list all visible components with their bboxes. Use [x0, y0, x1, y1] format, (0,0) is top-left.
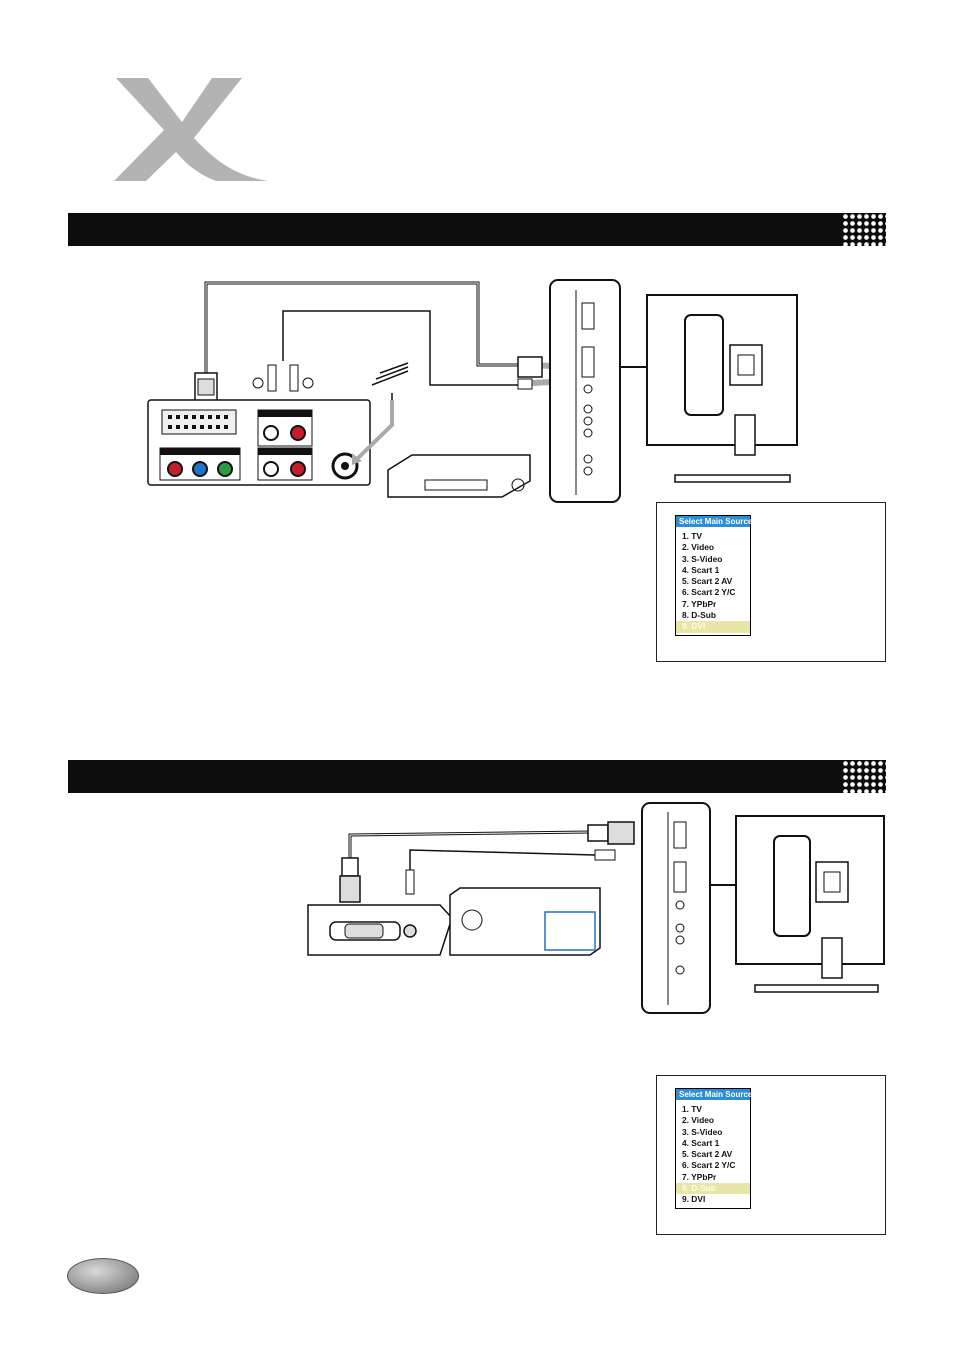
halftone-dots [842, 213, 886, 246]
menu-item-video[interactable]: 2. Video [676, 542, 750, 553]
menu-item-scart-2-yc[interactable]: 6. Scart 2 Y/C [676, 1160, 750, 1171]
menu-item-scart-2-yc[interactable]: 6. Scart 2 Y/C [676, 587, 750, 598]
menu-item-dvi[interactable]: 9. DVI [676, 621, 750, 632]
brand-logo [108, 78, 273, 183]
menu-item-video[interactable]: 2. Video [676, 1115, 750, 1126]
dsub-connection-diagram [300, 800, 890, 1018]
source-menu-1: Select Main Source 1. TV 2. Video 3. S-V… [675, 515, 751, 636]
menu-item-d-sub[interactable]: 8. D-Sub [676, 610, 750, 621]
source-menu-list: 1. TV 2. Video 3. S-Video 4. Scart 1 5. … [676, 527, 750, 635]
menu-item-ypbpr[interactable]: 7. YPbPr [676, 1172, 750, 1183]
osd-frame-2: Select Main Source 1. TV 2. Video 3. S-V… [656, 1075, 886, 1235]
menu-item-scart-2-av[interactable]: 5. Scart 2 AV [676, 1149, 750, 1160]
halftone-dots [842, 760, 886, 793]
menu-item-d-sub[interactable]: 8. D-Sub [676, 1183, 750, 1194]
source-menu-list: 1. TV 2. Video 3. S-Video 4. Scart 1 5. … [676, 1100, 750, 1208]
source-menu-title: Select Main Source [676, 1089, 750, 1100]
source-menu-2: Select Main Source 1. TV 2. Video 3. S-V… [675, 1088, 751, 1209]
section-header-bar-2 [68, 760, 886, 793]
dvi-connection-diagram [140, 275, 810, 510]
osd-frame-1: Select Main Source 1. TV 2. Video 3. S-V… [656, 502, 886, 662]
menu-item-ypbpr[interactable]: 7. YPbPr [676, 599, 750, 610]
menu-item-scart-2-av[interactable]: 5. Scart 2 AV [676, 576, 750, 587]
menu-item-tv[interactable]: 1. TV [676, 1104, 750, 1115]
menu-item-tv[interactable]: 1. TV [676, 531, 750, 542]
source-menu-title: Select Main Source [676, 516, 750, 527]
menu-item-scart-1[interactable]: 4. Scart 1 [676, 1138, 750, 1149]
section-header-bar-1 [68, 213, 886, 246]
page-number-badge [67, 1258, 139, 1294]
menu-item-s-video[interactable]: 3. S-Video [676, 1127, 750, 1138]
menu-item-s-video[interactable]: 3. S-Video [676, 554, 750, 565]
menu-item-scart-1[interactable]: 4. Scart 1 [676, 565, 750, 576]
menu-item-dvi[interactable]: 9. DVI [676, 1194, 750, 1205]
